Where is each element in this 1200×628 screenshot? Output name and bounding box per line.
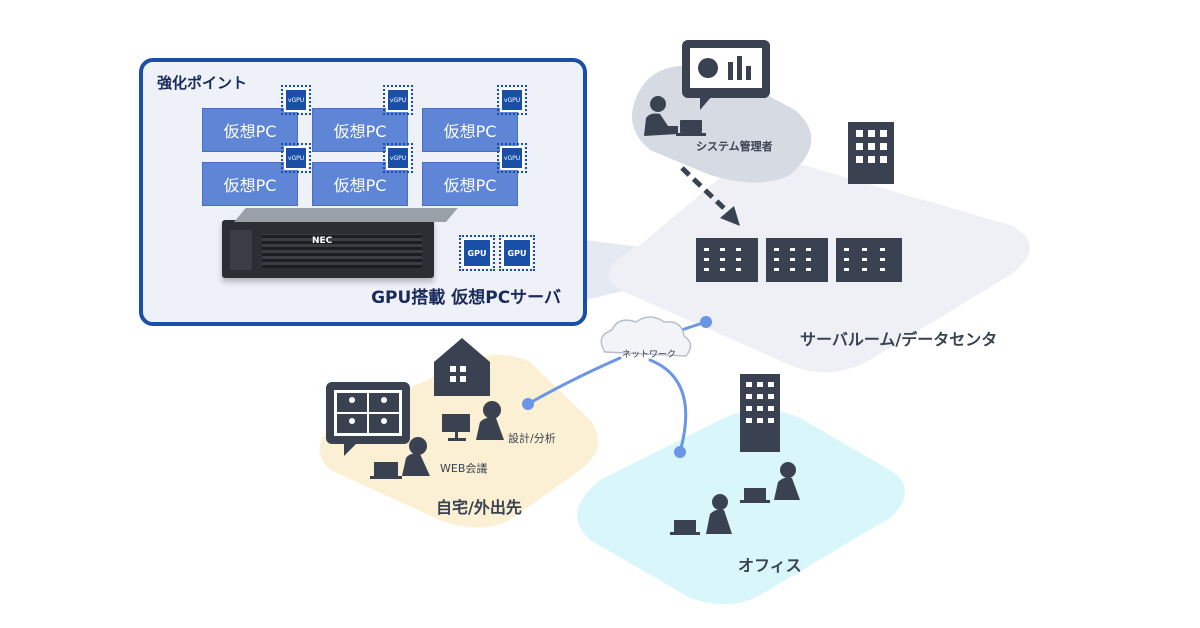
design-label: 設計/分析 xyxy=(508,432,556,445)
virtual-pc-tile: 仮想PC xyxy=(312,108,408,152)
virtual-pc-label: 仮想PC xyxy=(333,176,387,195)
virtual-pc-tile: 仮想PC xyxy=(202,108,298,152)
virtual-pc-label: 仮想PC xyxy=(223,176,277,195)
server-rack-group-2-icon xyxy=(766,238,828,282)
server-drive-bay xyxy=(230,230,252,270)
vgpu-chip-icon: vGPU xyxy=(497,143,527,173)
network-line-office xyxy=(648,358,688,454)
dashboard-bubble-icon xyxy=(682,40,770,110)
vgpu-chip-icon: vGPU xyxy=(281,143,311,173)
vgpu-chip-icon: vGPU xyxy=(383,143,413,173)
admin-arrow xyxy=(680,166,732,216)
home-label: 自宅/外出先 xyxy=(436,498,522,517)
nec-server-icon: NEC xyxy=(222,208,458,278)
office-label: オフィス xyxy=(738,556,802,575)
web-meeting-label: WEB会議 xyxy=(440,462,488,475)
design-person-icon xyxy=(442,401,504,441)
office-person-2-icon xyxy=(670,494,732,535)
callout-title: 強化ポイント xyxy=(157,74,248,92)
network-line-home xyxy=(526,356,622,406)
virtual-pc-tile: 仮想PC xyxy=(422,108,518,152)
network-node-server xyxy=(700,316,712,328)
vgpu-chip-label: vGPU xyxy=(503,96,521,104)
gpu-chip-label: GPU xyxy=(507,248,527,258)
server-room-label: サーバルーム/データセンタ xyxy=(800,330,998,349)
server-grille xyxy=(262,234,422,268)
gpu-chip-label: GPU xyxy=(467,248,487,258)
home-house-icon xyxy=(434,338,490,396)
vgpu-chip-label: vGPU xyxy=(503,154,521,162)
server-room-building-icon xyxy=(848,122,894,184)
admin-arrow-head-icon xyxy=(720,206,740,226)
network-node-office xyxy=(674,446,686,458)
vgpu-chip-label: vGPU xyxy=(287,154,305,162)
server-rack-group-1-icon xyxy=(696,238,758,282)
vgpu-chip-icon: vGPU xyxy=(497,85,527,115)
virtual-pc-tile: 仮想PC xyxy=(202,162,298,206)
server-rack-group-3-icon xyxy=(836,238,902,282)
office-zone xyxy=(577,409,905,605)
vgpu-chip-icon: vGPU xyxy=(383,85,413,115)
web-meeting-bubble-icon xyxy=(326,382,410,456)
office-person-1-icon xyxy=(740,462,800,503)
admin-label: システム管理者 xyxy=(696,140,773,153)
web-meeting-person-icon xyxy=(370,437,430,479)
virtual-pc-label: 仮想PC xyxy=(443,122,497,141)
vgpu-chip-label: vGPU xyxy=(389,154,407,162)
office-building-icon xyxy=(740,374,780,452)
network-label: ネットワーク xyxy=(622,350,677,360)
callout-subtitle: GPU搭載 仮想PCサーバ xyxy=(371,288,561,308)
vgpu-chip-label: vGPU xyxy=(389,96,407,104)
server-top-panel xyxy=(234,208,458,222)
network-node-home xyxy=(522,398,534,410)
vgpu-chip-icon: vGPU xyxy=(281,85,311,115)
admin-person-icon xyxy=(644,96,706,136)
virtual-pc-label: 仮想PC xyxy=(443,176,497,195)
gpu-chip-icon: GPU xyxy=(459,235,495,271)
gpu-chip-icon: GPU xyxy=(499,235,535,271)
server-brand: NEC xyxy=(312,236,333,246)
vgpu-chip-label: vGPU xyxy=(287,96,305,104)
virtual-pc-label: 仮想PC xyxy=(333,122,387,141)
cloud-icon xyxy=(600,316,692,357)
admin-zone xyxy=(632,65,812,183)
virtual-pc-label: 仮想PC xyxy=(223,122,277,141)
